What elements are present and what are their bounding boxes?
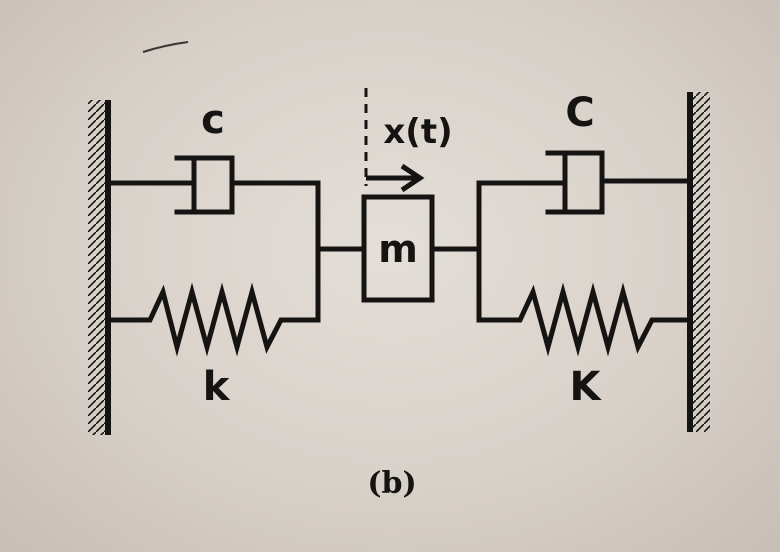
left-spring	[105, 282, 321, 357]
displacement-label: x(t)	[383, 112, 452, 152]
damper-right-label: C	[565, 90, 594, 136]
displacement-indicator	[364, 88, 425, 193]
spring-left-label: k	[203, 364, 231, 410]
left-damper	[105, 155, 321, 215]
left-wall	[88, 100, 111, 435]
right-spring	[476, 282, 693, 357]
right-wall	[687, 92, 710, 432]
spring-right-label: K	[570, 364, 603, 410]
damper-left-label: c	[201, 97, 225, 143]
left-connector	[315, 180, 367, 323]
mass-label: m	[378, 227, 418, 271]
pencil-mark	[142, 41, 189, 53]
right-connector	[429, 180, 482, 323]
figure-caption: (b)	[367, 466, 416, 501]
right-damper	[476, 150, 693, 215]
